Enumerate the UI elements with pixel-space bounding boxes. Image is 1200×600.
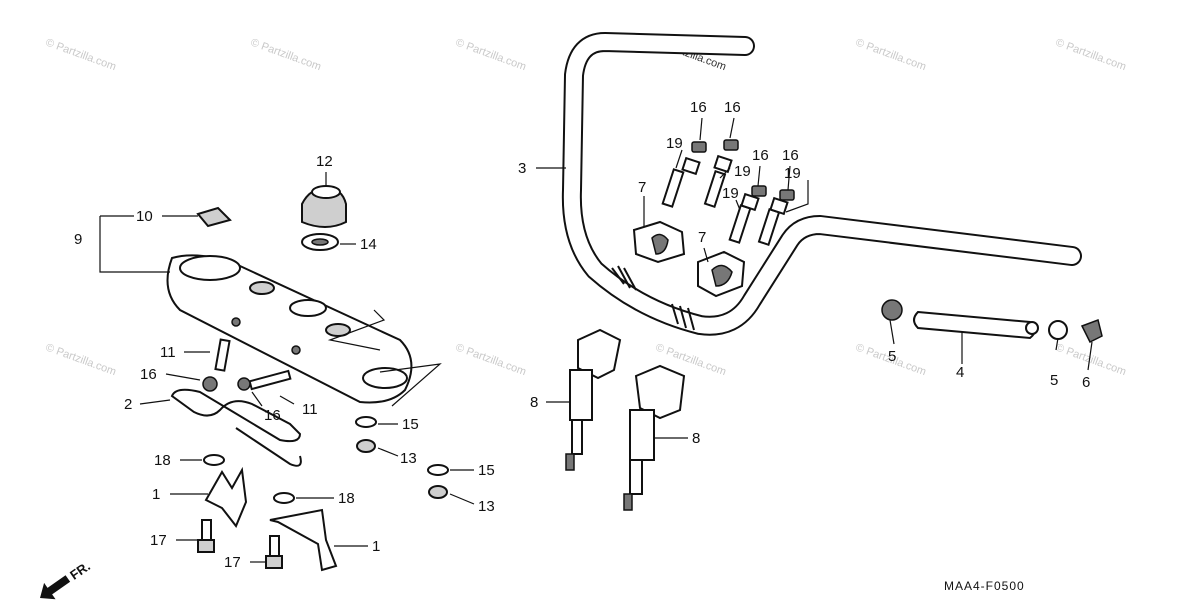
top-bridge-bolts xyxy=(202,338,292,392)
watermark: © Partzilla.com xyxy=(854,37,928,74)
callout-4: 4 xyxy=(956,364,964,381)
callout-1: 1 xyxy=(372,538,380,555)
callout-8: 8 xyxy=(692,430,700,447)
callout-7: 7 xyxy=(638,179,646,196)
callout-12: 12 xyxy=(316,153,333,170)
watermark: © Partzilla.com xyxy=(454,37,528,74)
position-indicator-bottom xyxy=(379,363,442,407)
callout-16: 16 xyxy=(690,99,707,116)
wire-clamp xyxy=(170,388,302,443)
watermark: © Partzilla.com xyxy=(44,37,118,74)
stem-nut xyxy=(301,185,347,228)
direction-label: FR. xyxy=(67,558,93,582)
holder-bolts xyxy=(661,154,789,246)
callout-11: 11 xyxy=(302,401,318,418)
position-indicator-top xyxy=(327,309,386,351)
callout-13: 13 xyxy=(478,498,495,515)
callout-5: 5 xyxy=(1050,372,1058,389)
callout-8: 8 xyxy=(530,394,538,411)
callout-10: 10 xyxy=(136,208,153,225)
cable-guide-right xyxy=(269,508,338,572)
leader-lines xyxy=(99,117,1093,563)
washer-left xyxy=(355,416,377,428)
top-bridge xyxy=(166,254,413,404)
callout-14: 14 xyxy=(360,236,377,253)
watermark: © Partzilla.com xyxy=(44,342,118,379)
callout-16: 16 xyxy=(752,147,769,164)
guide-bolts xyxy=(197,519,283,569)
collar-right xyxy=(273,492,295,504)
callout-7: 7 xyxy=(698,229,706,246)
callout-18: 18 xyxy=(338,490,355,507)
callout-3: 3 xyxy=(518,160,526,177)
callout-9: 9 xyxy=(74,231,82,248)
arrow-left-icon xyxy=(40,575,71,600)
callout-16: 16 xyxy=(724,99,741,116)
callout-15: 15 xyxy=(402,416,419,433)
knurled-grip-left xyxy=(611,265,637,291)
callout-17: 17 xyxy=(224,554,241,571)
nut-right xyxy=(428,485,448,499)
callout-15: 15 xyxy=(478,462,495,479)
cable-guide-left xyxy=(204,466,248,528)
nut-left xyxy=(356,439,376,453)
wire-clamp-tail xyxy=(235,427,302,467)
callout-19: 19 xyxy=(784,165,801,182)
callout-1: 1 xyxy=(152,486,160,503)
handlebar xyxy=(561,32,1082,336)
callout-5: 5 xyxy=(888,348,896,365)
handlebar-holder-lower-1 xyxy=(565,328,622,471)
handlebar-holder-upper-1 xyxy=(632,220,686,264)
bar-weight xyxy=(881,299,1103,344)
knurled-grip-right xyxy=(671,303,695,331)
washer-right xyxy=(427,464,449,476)
drawing-code: MAA4-F0500 xyxy=(944,579,1025,593)
callout-6: 6 xyxy=(1082,374,1090,391)
rubber-pad xyxy=(196,206,232,228)
callout-16: 16 xyxy=(140,366,157,383)
collar-left xyxy=(203,454,225,466)
front-direction-indicator: FR. xyxy=(40,558,93,600)
holder-nuts xyxy=(691,139,795,201)
callout-18: 18 xyxy=(154,452,171,469)
callout-19: 19 xyxy=(666,135,683,152)
stem-washer-hole xyxy=(311,238,329,246)
callout-16: 16 xyxy=(264,407,281,424)
callout-16: 16 xyxy=(782,147,799,164)
callout-labels: 9 10 12 14 3 11 16 2 16 11 15 13 15 13 1… xyxy=(74,99,1090,571)
watermark: © Partzilla.com xyxy=(454,342,528,379)
callout-11: 11 xyxy=(160,344,176,361)
callout-19: 19 xyxy=(722,185,739,202)
callout-13: 13 xyxy=(400,450,417,467)
watermark: © Partzilla.com xyxy=(1054,37,1128,74)
handlebar-holder-upper-2 xyxy=(697,250,746,298)
watermark: © Partzilla.com xyxy=(249,37,323,74)
handlebar-holder-lower-2 xyxy=(623,364,686,511)
callout-19: 19 xyxy=(734,163,751,180)
callout-17: 17 xyxy=(150,532,167,549)
callout-2: 2 xyxy=(124,396,132,413)
